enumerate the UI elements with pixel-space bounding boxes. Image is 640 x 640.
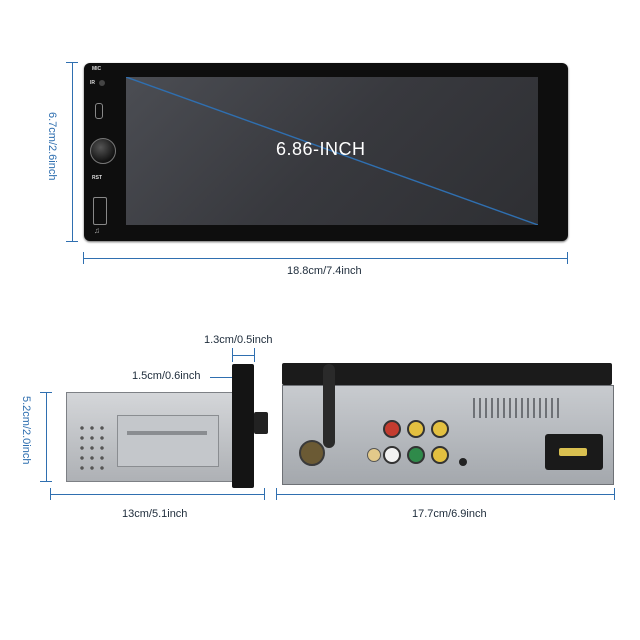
rca-yellow-jack-3-icon[interactable] [431,446,449,464]
screen-diagonal [126,77,538,225]
rca-yellow-jack-2-icon[interactable] [431,420,449,438]
back-view: 17.7cm/6.9inch [270,355,630,540]
chassis-holes [77,423,107,473]
faceplate-depth-label: 1.3cm/0.5inch [204,334,273,346]
rca-red-jack-icon[interactable] [383,420,401,438]
chassis-slot [127,431,207,435]
faceplate-tick-right [254,348,255,362]
rca-yellow-jack-icon[interactable] [407,420,425,438]
side-view: 1.3cm/0.5inch 1.5cm/0.6inch 5.2cm/2.0inc… [0,320,290,540]
offset-line [210,377,232,378]
back-width-tick-right [614,488,615,500]
back-width-line [276,494,614,495]
mic-label: MIC [92,66,102,72]
front-width-label: 18.8cm/7.4inch [287,265,362,277]
head-unit-front: MIC IR RST ♫ 6.86-INCH [84,63,568,241]
usb-c-port-icon[interactable] [95,103,103,119]
side-depth-label: 13cm/5.1inch [122,508,188,520]
antenna-icon [323,364,335,448]
front-width-line [83,258,568,259]
music-note-icon: ♫ [94,226,100,235]
front-height-line [72,62,73,242]
chassis-side [66,392,234,482]
fuse-icon [559,448,587,456]
side-height-label: 5.2cm/2.0inch [20,396,32,465]
rca-green-jack-icon[interactable] [407,446,425,464]
back-panel [282,364,614,485]
mic-jack-icon[interactable] [459,458,467,466]
back-width-label: 17.7cm/6.9inch [412,508,487,520]
faceplate-line [232,355,254,356]
knob-side-icon [254,412,268,434]
display-screen[interactable]: 6.86-INCH [126,77,538,225]
usb-port-icon[interactable] [93,197,107,225]
faceplate-top-edge [282,363,612,385]
chassis-bracket [117,415,219,467]
wiring-harness-icon[interactable] [545,434,603,470]
volume-knob-icon[interactable] [90,138,116,164]
front-view: 6.7cm/2.6inch MIC IR RST ♫ 6.86-INCH 18.… [0,0,640,290]
side-height-line [46,392,47,482]
rca-connector-icon[interactable] [367,448,381,462]
side-depth-tick-right [264,488,265,500]
antenna-port-icon[interactable] [299,440,325,466]
ir-sensor-icon [99,80,105,86]
front-height-label: 6.7cm/2.6inch [46,112,58,181]
ir-label: IR [90,80,95,86]
side-depth-line [50,494,264,495]
rst-label: RST [92,175,102,181]
faceplate-side [232,364,254,488]
rca-white-jack-icon[interactable] [383,446,401,464]
offset-label: 1.5cm/0.6inch [132,370,201,382]
vent-slots [473,398,563,418]
screen-size-label: 6.86-INCH [276,139,366,159]
